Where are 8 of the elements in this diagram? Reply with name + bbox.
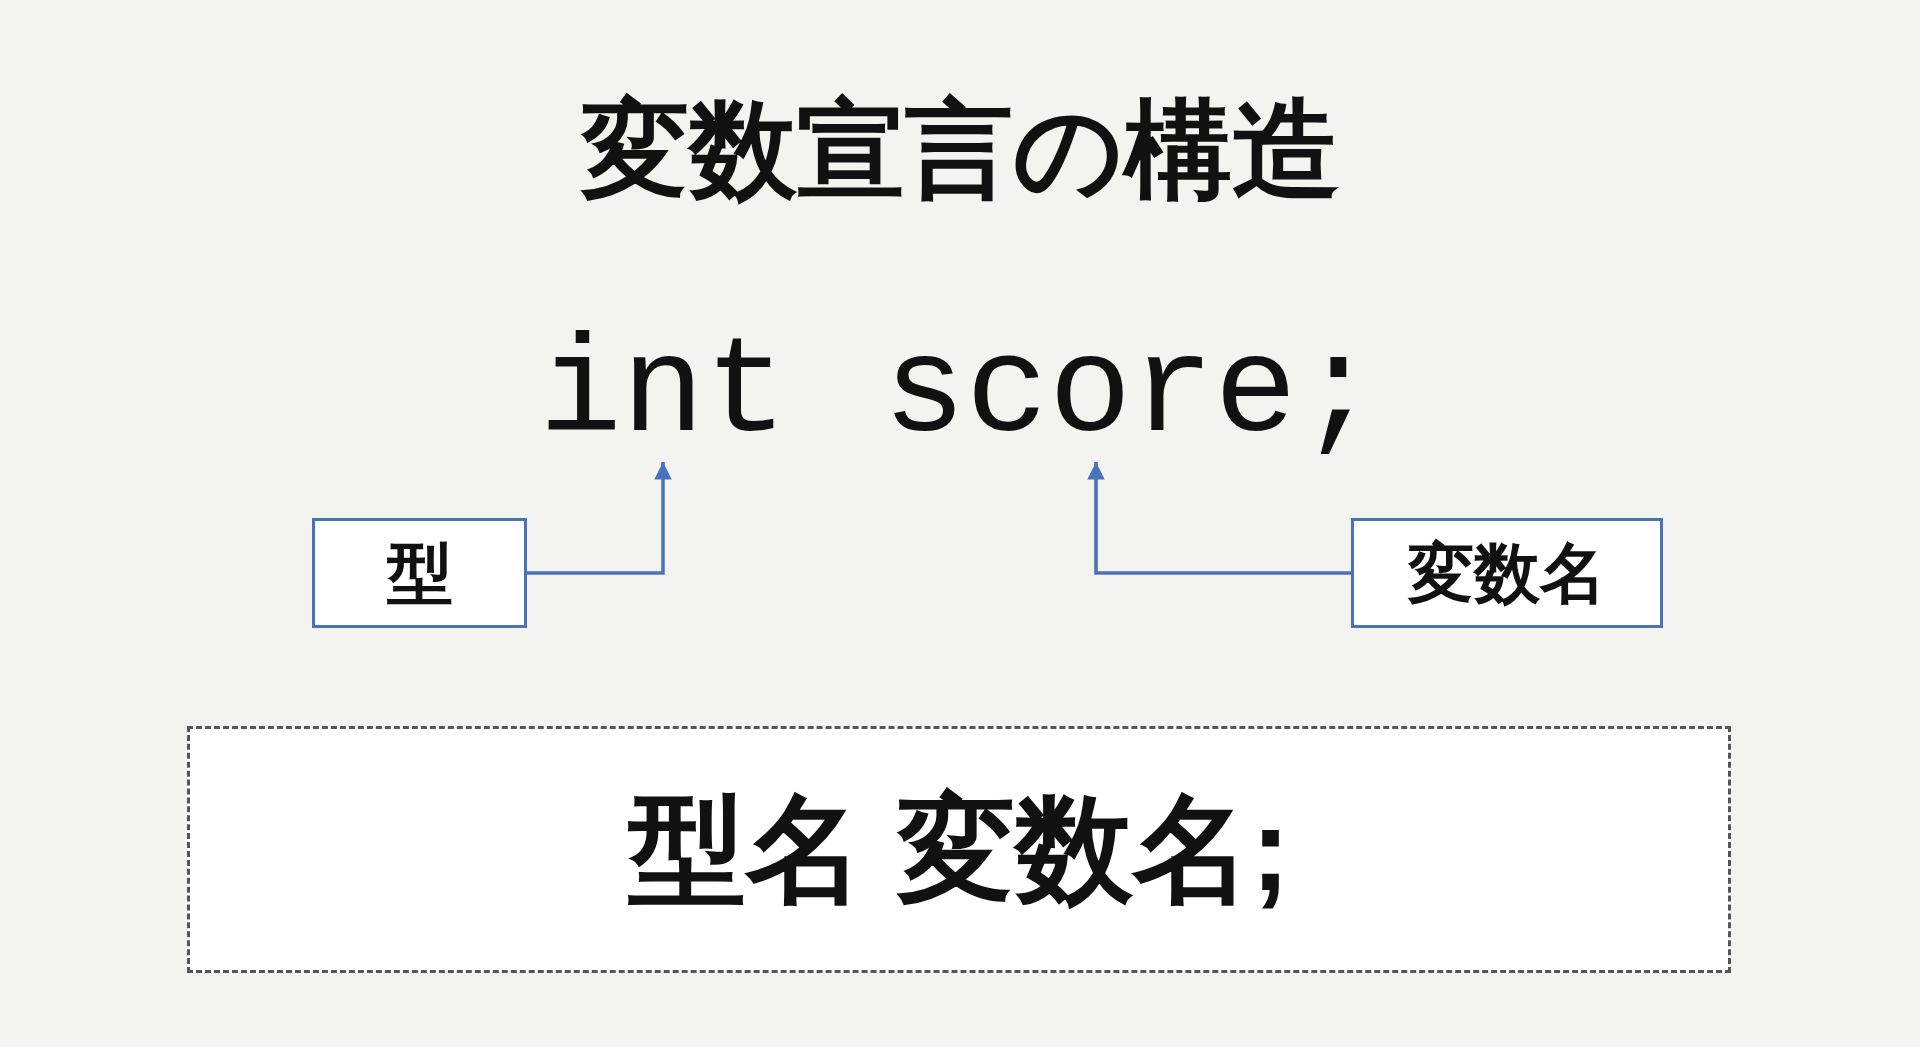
code-token: int [539,322,789,462]
label-box: 型 [312,518,527,628]
arrow [1087,462,1351,575]
syntax-box: 型名 変数名; [187,726,1731,973]
label-box: 変数名 [1351,518,1663,628]
title-heading: 変数宣言の構造 [580,88,1340,212]
code-token: score; [883,322,1383,462]
arrow [527,462,672,575]
